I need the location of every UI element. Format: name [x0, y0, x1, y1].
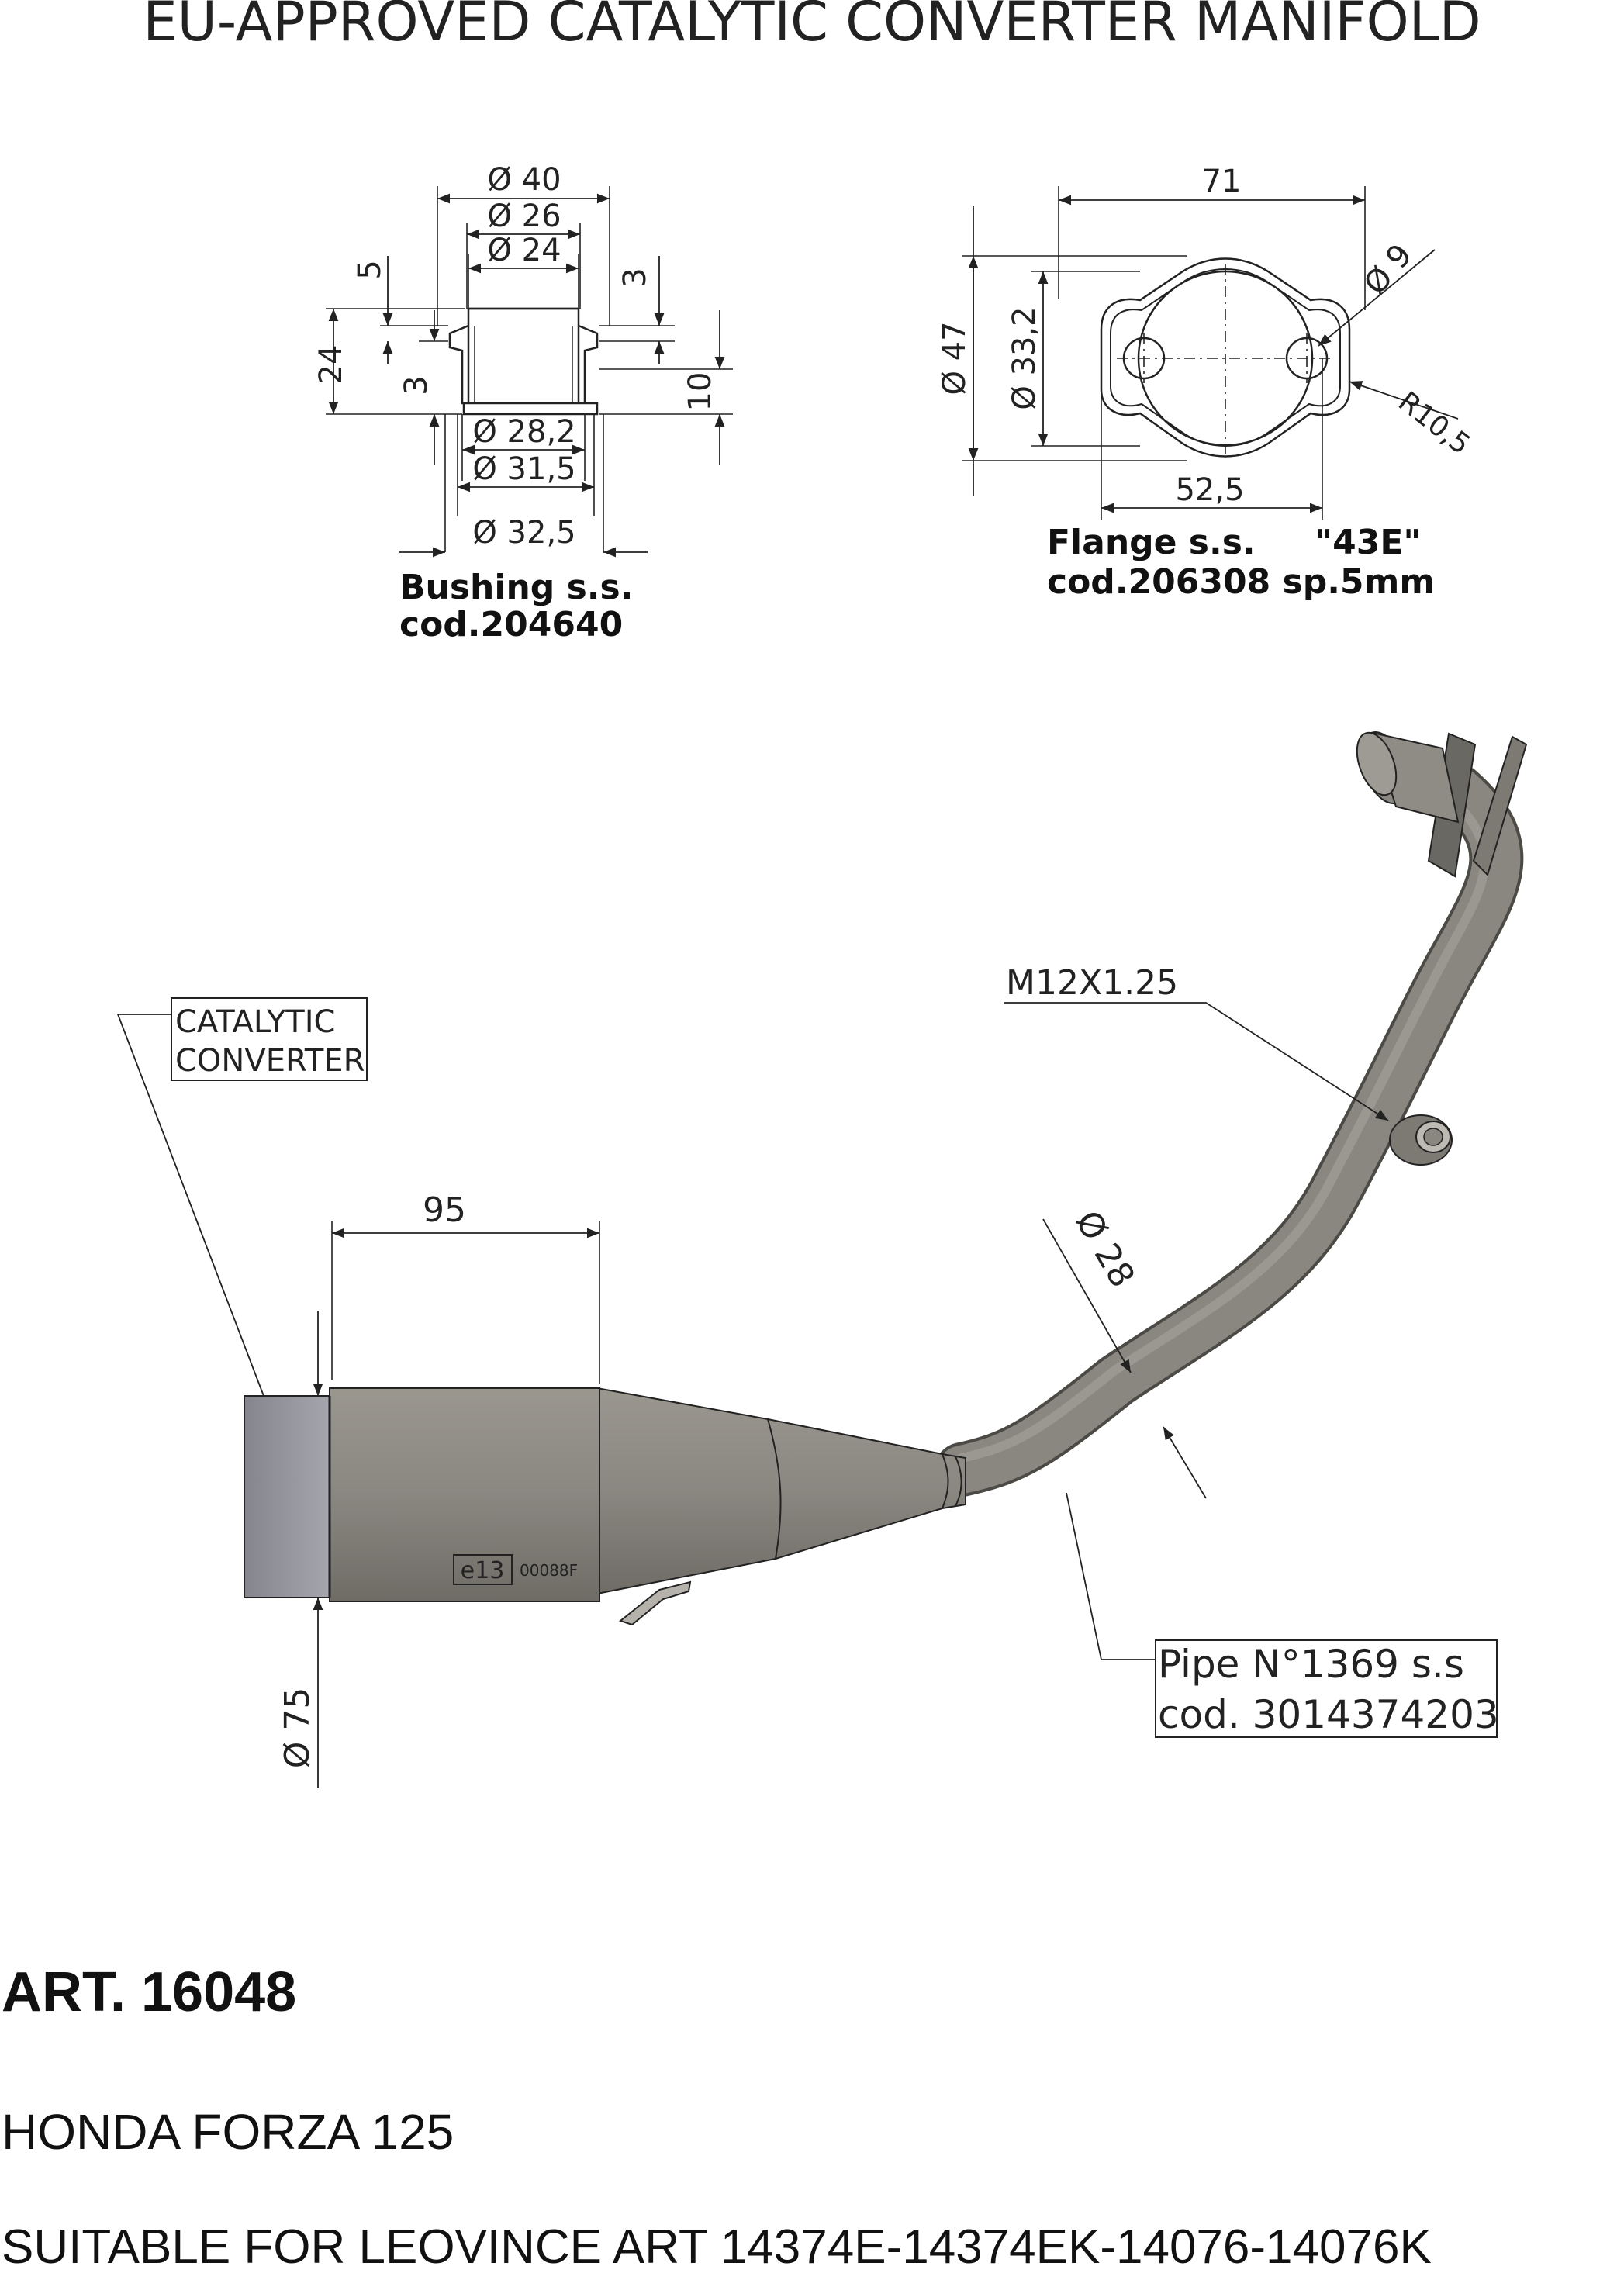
bushing-dim-h5: 5 — [352, 260, 388, 279]
bushing-dim-h3-right: 3 — [617, 268, 653, 287]
cone-weld-1 — [942, 1453, 949, 1509]
bushing-dim-d32-5: Ø 32,5 — [472, 515, 575, 551]
bushing-dim-h10: 10 — [682, 372, 718, 412]
bushing-dim-h24: 24 — [313, 345, 349, 385]
flange-centerlines — [1117, 264, 1334, 454]
converter-body — [329, 1387, 600, 1602]
flange-dim-d47: Ø 47 — [937, 321, 973, 395]
homologation-stamp: e13 00088F — [453, 1554, 578, 1585]
bushing-dimension-texts: Ø 40 Ø 26 Ø 24 Ø 28,2 Ø 31,5 Ø 32,5 24 5… — [313, 162, 718, 644]
compatibility-note: SUITABLE FOR LEOVINCE ART 14374E-14374EK… — [2, 2220, 1432, 2274]
pipe-label-line2: cod. 3014374203 — [1158, 1692, 1499, 1737]
manifold-inlet-flange — [1356, 731, 1528, 878]
flange-dim-r10-5: R10,5 — [1392, 385, 1476, 461]
bushing-dim-d28-2: Ø 28,2 — [472, 414, 575, 450]
flange-dimension-lines — [968, 195, 1459, 513]
bushing-dim-h3-left: 3 — [399, 375, 434, 395]
bushing-caption-line2: cod.204640 — [399, 605, 623, 644]
homologation-mark: e13 — [461, 1557, 505, 1584]
flange-caption-line1: Flange s.s. "43E" — [1047, 523, 1421, 562]
bushing-dim-d26: Ø 26 — [487, 199, 561, 234]
homologation-code: 00088F — [520, 1561, 578, 1580]
flange-dim-71: 71 — [1202, 164, 1242, 199]
bushing-profile — [448, 307, 599, 416]
bushing-caption-line1: Bushing s.s. — [399, 568, 633, 607]
manifold-annotation-texts: CATALYTIC CONVERTER 95 Ø 75 M12X1.25 Ø 2… — [175, 963, 1499, 1768]
converter-cone — [596, 1387, 966, 1595]
converter-outlet — [244, 1395, 330, 1598]
catalytic-label-line1: CATALYTIC — [175, 1004, 335, 1040]
catalytic-leader — [116, 1014, 264, 1397]
cone-seam — [767, 1418, 782, 1560]
catalytic-label-line2: CONVERTER — [175, 1043, 365, 1079]
article-number: ART. 16048 — [2, 1961, 297, 2023]
pipe-label-box — [1155, 1639, 1498, 1738]
bushing-dim-d24: Ø 24 — [487, 233, 561, 268]
dim-28-line-2 — [1163, 1426, 1207, 1499]
flange-dim-d33-2: Ø 33,2 — [1007, 306, 1042, 409]
manifold-annotations — [116, 997, 1498, 1788]
flange-dimension-texts: 71 Ø 47 Ø 33,2 Ø 9 R10,5 52,5 Flange s.s… — [937, 164, 1476, 602]
dim-95: 95 — [423, 1190, 466, 1230]
dim-28-line — [1042, 1218, 1132, 1373]
flange-dim-d9: Ø 9 — [1357, 237, 1419, 302]
thread-label: M12X1.25 — [1006, 963, 1178, 1003]
flange-detail — [962, 186, 1459, 520]
catalytic-label-box — [171, 997, 368, 1081]
flange-dim-52-5: 52,5 — [1175, 472, 1244, 508]
mount-bracket — [618, 1580, 692, 1626]
pipe-leader — [1066, 1492, 1156, 1660]
flange-caption-line2: cod.206308 sp.5mm — [1047, 562, 1435, 602]
pipe-label-line1: Pipe N°1369 s.s — [1158, 1642, 1464, 1687]
bushing-dim-d31-5: Ø 31,5 — [472, 451, 575, 487]
bushing-extension-lines — [326, 186, 733, 552]
vehicle-model: HONDA FORZA 125 — [2, 2104, 454, 2160]
dim-75: Ø 75 — [278, 1688, 317, 1769]
manifold-pipe-body — [938, 767, 1521, 1494]
bushing-dimension-lines — [328, 193, 725, 558]
thread-leader — [1004, 1002, 1389, 1121]
drawing-title: EU-APPROVED CATALYTIC CONVERTER MANIFOLD — [143, 0, 1481, 54]
bushing-dim-d40: Ø 40 — [487, 162, 561, 198]
manifold-pipe-highlight — [957, 794, 1490, 1463]
bushing-detail — [326, 186, 733, 558]
cone-weld-2 — [955, 1456, 962, 1507]
o2-sensor-boss — [1389, 1114, 1453, 1166]
manifold-render: e13 00088F — [244, 731, 1528, 1626]
